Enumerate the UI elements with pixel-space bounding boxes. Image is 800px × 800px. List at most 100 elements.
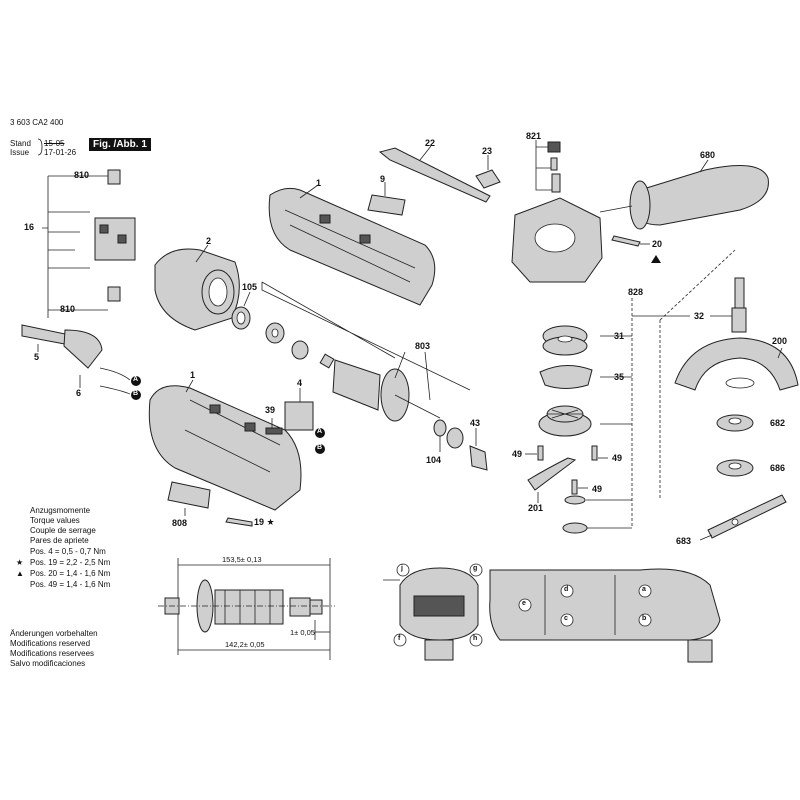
brush-holder-top <box>107 169 121 185</box>
part-label-20: 20 <box>652 239 663 249</box>
part-label-1: 1 <box>190 370 196 380</box>
rear-view-callouts <box>393 563 483 647</box>
callout-letter: h <box>473 635 478 642</box>
gear-head <box>511 141 603 283</box>
issue-date: 17-01-26 <box>44 148 77 157</box>
stator <box>154 248 240 331</box>
part-label-810: 810 <box>60 304 76 314</box>
part-label-43: 43 <box>470 418 481 428</box>
issue-label: Issue <box>10 148 30 157</box>
screw-20 <box>611 235 641 247</box>
armature <box>319 353 441 422</box>
note-line: Änderungen vorbehalten <box>10 629 98 638</box>
part-label-49: 49 <box>512 449 523 459</box>
part-label-19: 19 ★ <box>254 517 275 527</box>
part-label-2: 2 <box>206 236 212 246</box>
leader-2 <box>195 244 209 263</box>
torque-title: Anzugsmomente <box>30 506 91 515</box>
switch-contact <box>99 224 109 234</box>
switch-slider <box>475 169 501 189</box>
torque-title: Pares de apriete <box>30 536 89 545</box>
o-ring <box>433 419 447 437</box>
part-label-201: 201 <box>528 503 544 513</box>
part-label-23: 23 <box>482 146 493 156</box>
group-leaders-828 <box>586 315 690 529</box>
type-plate <box>167 481 211 509</box>
part-label-16: 16 <box>24 222 35 232</box>
bevel-gear <box>542 325 588 356</box>
bearings-105 <box>231 306 309 360</box>
part-label-5: 5 <box>34 352 40 362</box>
dimension-bottom: 142,2± 0,05 <box>225 640 265 649</box>
brush-holder-bottom <box>107 286 121 302</box>
callout-letter: A <box>133 376 139 383</box>
torque-row: Pos. 4 = 0,5 - 0,7 Nm <box>30 547 106 556</box>
part-label-808: 808 <box>172 518 188 528</box>
part-label-32: 32 <box>694 311 705 321</box>
bearing-flange <box>538 405 592 437</box>
part-label-104: 104 <box>426 455 442 465</box>
part-label-6: 6 <box>76 388 82 398</box>
leader-821 <box>535 140 552 191</box>
torque-title: Torque values <box>30 516 80 525</box>
motor-housing-bottom <box>148 385 302 511</box>
clip-39 <box>265 427 283 435</box>
callout-letter: f <box>398 635 401 642</box>
note-line: Salvo modificaciones <box>10 659 86 668</box>
callout-letter: d <box>564 586 569 593</box>
bearing-104 <box>446 427 464 449</box>
part-label-1: 1 <box>316 178 322 188</box>
suppressor-4 <box>284 401 314 431</box>
torque-marker: ★ <box>16 558 24 567</box>
motor-housing-top <box>268 187 436 306</box>
part-label-686: 686 <box>770 463 786 473</box>
callout-letter: g <box>473 565 478 572</box>
callout-letter: a <box>642 586 646 593</box>
dimension-small: 1± 0,05 <box>290 628 315 637</box>
header-bracket <box>37 138 43 156</box>
part-label-200: 200 <box>772 336 788 346</box>
screws-49 <box>525 445 608 495</box>
part-label-35: 35 <box>614 372 625 382</box>
part-label-683: 683 <box>676 536 692 546</box>
note-line: Modifications reservees <box>10 649 95 658</box>
torque-row: Pos. 19 = 2,2 - 2,5 Nm <box>30 558 111 567</box>
rear-view <box>383 567 479 661</box>
spindle <box>731 277 747 333</box>
callout-markers <box>131 376 325 454</box>
figure-label: Fig. /Abb. 1 <box>89 138 151 151</box>
switch-contact <box>117 234 127 244</box>
side-view-callouts <box>518 584 652 627</box>
part-label-105: 105 <box>242 282 258 292</box>
torque-row: Pos. 20 = 1,4 - 1,6 Nm <box>30 569 111 578</box>
callout-letter: A <box>317 428 323 435</box>
group-leaders-803 <box>261 281 471 401</box>
torque-title: Couple de serrage <box>30 526 96 535</box>
part-label-682: 682 <box>770 418 786 428</box>
stand-date: 15-05 <box>44 139 65 148</box>
part-label-49: 49 <box>612 453 623 463</box>
screw-19 <box>225 517 253 527</box>
lock-washer <box>562 522 588 534</box>
side-view <box>489 568 721 663</box>
callout-letter: c <box>564 615 568 622</box>
armature-dimension-drawing <box>158 558 335 660</box>
part-label-821: 821 <box>526 131 542 141</box>
part-label-31: 31 <box>614 331 625 341</box>
switch-lever <box>378 147 491 203</box>
sealing-ring <box>539 365 593 389</box>
callout-letter: b <box>642 615 647 622</box>
part-label-22: 22 <box>425 138 436 148</box>
switch-block <box>94 217 136 261</box>
torque-row: Pos. 49 = 1,4 - 1,6 Nm <box>30 580 111 589</box>
part-label-49: 49 <box>592 484 603 494</box>
torque-marker: ▲ <box>16 569 24 578</box>
torque-triangle-20 <box>651 255 661 263</box>
part-label-810: 810 <box>74 170 90 180</box>
group-bracket-16 <box>42 176 49 318</box>
part-label-828: 828 <box>628 287 644 297</box>
power-cord <box>21 324 131 395</box>
part-label-680: 680 <box>700 150 716 160</box>
stand-label: Stand <box>10 139 31 148</box>
